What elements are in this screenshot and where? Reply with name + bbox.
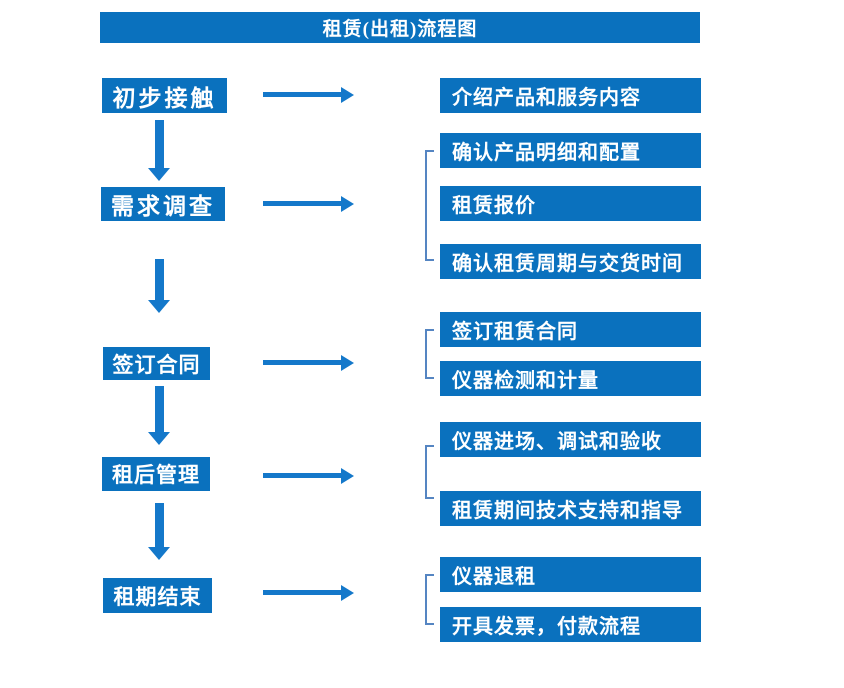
group-bracket-line-5 [425, 574, 427, 625]
right-arrow-head-2 [341, 196, 354, 212]
right-arrow-head-5 [341, 585, 354, 601]
group-bracket-top-stub-4 [425, 445, 434, 447]
down-arrow-head-1 [148, 168, 170, 181]
group-bracket-line-4 [425, 445, 427, 499]
substep-box-3-1: 签订租赁合同 [440, 312, 701, 347]
right-arrow-head-1 [341, 87, 354, 103]
group-bracket-top-stub-2 [425, 150, 434, 152]
right-arrow-stem-2 [263, 201, 341, 206]
down-arrow-head-4 [148, 547, 170, 560]
substep-box-5-1: 仪器退租 [440, 557, 701, 592]
group-bracket-top-stub-5 [425, 574, 434, 576]
group-bracket-bottom-stub-5 [425, 623, 434, 625]
substep-box-4-1: 仪器进场、调试和验收 [440, 422, 701, 457]
group-bracket-bottom-stub-4 [425, 497, 434, 499]
down-arrow-stem-3 [155, 386, 164, 432]
right-arrow-head-3 [341, 355, 354, 371]
substep-box-5-2: 开具发票，付款流程 [440, 607, 701, 642]
substep-box-1-1: 介绍产品和服务内容 [440, 78, 701, 113]
group-bracket-bottom-stub-3 [425, 377, 434, 379]
substep-box-2-2: 租赁报价 [440, 186, 701, 221]
down-arrow-stem-4 [155, 503, 164, 547]
step-box-3: 签订合同 [103, 347, 210, 380]
step-box-4: 租后管理 [102, 457, 210, 491]
step-box-1: 初步接触 [102, 78, 227, 113]
substep-box-3-2: 仪器检测和计量 [440, 361, 701, 396]
substep-box-4-2: 租赁期间技术支持和指导 [440, 491, 701, 526]
step-box-5: 租期结束 [103, 578, 212, 613]
substep-box-2-1: 确认产品明细和配置 [440, 133, 701, 168]
substep-box-2-3: 确认租赁周期与交货时间 [440, 244, 701, 279]
down-arrow-stem-2 [155, 259, 164, 300]
right-arrow-stem-1 [263, 92, 341, 97]
down-arrow-head-2 [148, 300, 170, 313]
down-arrow-stem-1 [155, 120, 164, 168]
group-bracket-line-3 [425, 329, 427, 379]
group-bracket-top-stub-3 [425, 329, 434, 331]
right-arrow-head-4 [341, 468, 354, 484]
right-arrow-stem-4 [263, 473, 341, 478]
right-arrow-stem-5 [263, 590, 341, 595]
right-arrow-stem-3 [263, 360, 341, 365]
group-bracket-bottom-stub-2 [425, 259, 434, 261]
diagram-title: 租赁(出租)流程图 [100, 12, 700, 43]
group-bracket-line-2 [425, 150, 427, 261]
step-box-2: 需求调查 [101, 187, 225, 221]
down-arrow-head-3 [148, 432, 170, 445]
